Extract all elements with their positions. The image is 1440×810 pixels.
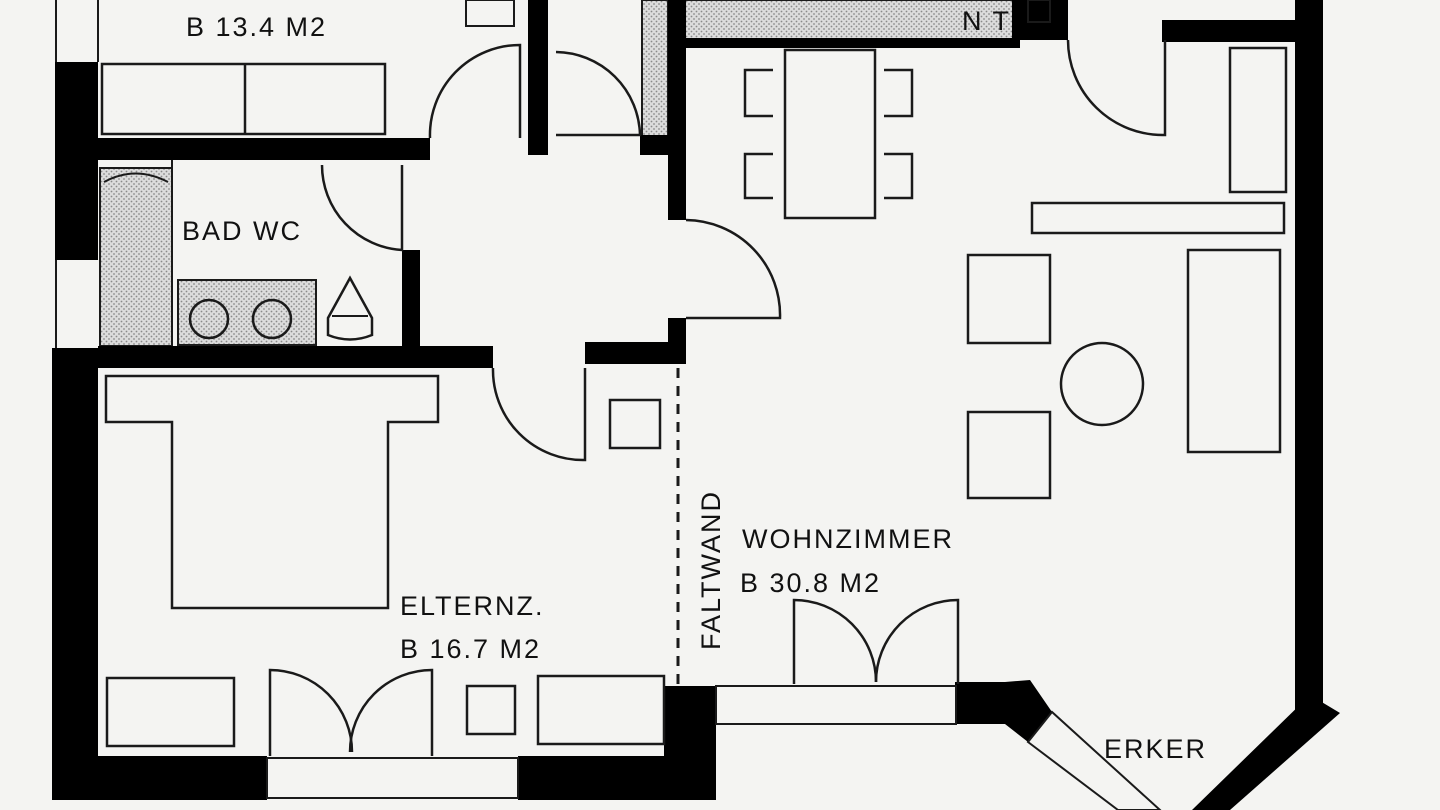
bath-label: BAD WC bbox=[182, 216, 302, 246]
top-small-box bbox=[1027, 0, 1051, 23]
bathtub-hatch bbox=[99, 167, 173, 347]
bathtub-rim bbox=[103, 172, 169, 183]
window-bottom-living bbox=[715, 685, 957, 725]
wall-stair-bottom bbox=[668, 38, 1020, 48]
wall-top-block bbox=[1012, 0, 1068, 40]
window-erker bbox=[1026, 710, 1162, 810]
washbasin-counter bbox=[177, 279, 317, 346]
chair-left-bottom bbox=[743, 152, 773, 200]
double-bed bbox=[104, 374, 440, 610]
bay-window-label: ERKER bbox=[1104, 734, 1207, 764]
top-room-sideboard bbox=[100, 62, 387, 136]
left-wall-lower bbox=[52, 348, 98, 800]
washbasin-right bbox=[251, 298, 293, 340]
parents-room-area-label: B 16.7 M2 bbox=[400, 634, 541, 664]
corridor-cabinet bbox=[608, 398, 662, 450]
door-elternz bbox=[491, 367, 587, 462]
living-room-label: WOHNZIMMER bbox=[742, 524, 954, 554]
door-balcony-living-left bbox=[792, 598, 878, 684]
door-balcony-living-right bbox=[874, 598, 960, 684]
wall-shelf bbox=[1030, 201, 1286, 235]
windows bbox=[55, 0, 1162, 810]
chair-left-top bbox=[743, 68, 773, 118]
nightstand-left bbox=[105, 676, 236, 748]
wall-bad-right bbox=[402, 250, 420, 350]
door-top-corridor bbox=[555, 50, 642, 137]
wall-erker-diagonal-right bbox=[1192, 695, 1340, 810]
tall-cabinet-right bbox=[1228, 46, 1288, 194]
top-fragment-label: N T bbox=[962, 6, 1011, 36]
wall-erker-diagonal-left bbox=[1005, 680, 1052, 742]
right-outer-wall bbox=[1295, 0, 1323, 710]
armchair-bottom bbox=[966, 410, 1052, 500]
walls bbox=[52, 0, 1340, 810]
sofa-right bbox=[1186, 248, 1282, 454]
wall-top-post-a bbox=[528, 0, 548, 155]
chair-right-bottom bbox=[884, 152, 914, 200]
wall-corridor-post bbox=[668, 318, 686, 364]
shaft-hatch bbox=[641, 0, 669, 141]
folding-wall-label: FALTWAND bbox=[696, 490, 726, 650]
furniture bbox=[100, 46, 1288, 748]
dining-table bbox=[783, 48, 877, 220]
door-bad bbox=[320, 164, 404, 252]
wall-top-right bbox=[1162, 20, 1312, 42]
living-room-area-label: B 30.8 M2 bbox=[740, 568, 881, 598]
wall-corridor-stub bbox=[585, 342, 685, 364]
washbasin-left bbox=[188, 298, 230, 340]
coffee-table bbox=[1059, 341, 1145, 427]
wall-elternz-top bbox=[98, 346, 493, 368]
doors bbox=[268, 39, 1167, 756]
wall-bottom-pillar bbox=[664, 686, 716, 800]
door-balcony-elternz-right bbox=[348, 668, 434, 756]
parents-room-label: ELTERNZ. bbox=[400, 591, 545, 621]
wall-living-left bbox=[668, 0, 686, 220]
window-bottom-left bbox=[266, 757, 519, 799]
chair-right-top bbox=[884, 68, 914, 118]
wall-bottom-mid bbox=[518, 756, 688, 800]
door-top-right bbox=[1066, 39, 1167, 137]
room-labels: B 13.4 M2 N T BAD WC ELTERNZ. B 16.7 M2 … bbox=[182, 6, 1207, 764]
top-room-area-label: B 13.4 M2 bbox=[186, 12, 327, 42]
dresser bbox=[536, 674, 666, 746]
door-living bbox=[685, 218, 782, 320]
top-cabinet bbox=[465, 0, 515, 27]
armchair-top bbox=[966, 253, 1052, 345]
left-wall-upper bbox=[55, 62, 98, 260]
toilet bbox=[326, 275, 374, 341]
door-top-room bbox=[428, 43, 522, 139]
wall-bottom-left bbox=[52, 756, 267, 800]
small-cabinet bbox=[465, 684, 517, 736]
wall-bad-top bbox=[98, 138, 430, 160]
door-balcony-elternz-left bbox=[268, 668, 354, 756]
